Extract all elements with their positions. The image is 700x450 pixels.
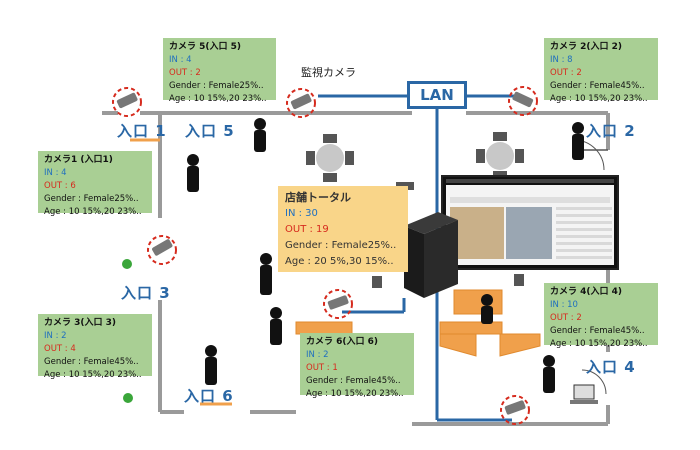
- camera-in-count: IN : 2: [44, 331, 67, 341]
- lan-box: LAN: [407, 81, 467, 109]
- camera-in-count: IN : 2: [306, 350, 329, 360]
- camera-age: Age : 10 15%,20 23%..: [306, 389, 404, 399]
- camera-gender: Gender : Female45%..: [44, 357, 139, 367]
- camera-card-4: カメラ 4(入口 4) IN : 10 OUT : 2 Gender : Fem…: [544, 283, 658, 349]
- camera-out-count: OUT : 2: [169, 68, 201, 78]
- camera-gender: Gender : Female25%..: [169, 81, 264, 91]
- camera-out-count: OUT : 2: [550, 68, 582, 78]
- store-total-card: 店舗トータル IN : 30 OUT : 19 Gender : Female2…: [278, 186, 408, 272]
- camera-gender: Gender : Female45%..: [306, 376, 401, 386]
- camera-card-3: カメラ 3(入口 3) IN : 2 OUT : 4 Gender : Fema…: [38, 314, 152, 380]
- camera-out-count: OUT : 2: [550, 313, 582, 323]
- camera-in-count: IN : 10: [550, 300, 578, 310]
- camera-title: カメラ1 (入口1): [44, 155, 113, 165]
- camera-age: Age : 10 15%,20 23%..: [44, 207, 142, 217]
- camera-icon: [112, 87, 142, 117]
- camera-icon: [508, 86, 538, 116]
- camera-age: Age : 10 15%,20 23%..: [550, 94, 648, 104]
- person-figure: [270, 307, 282, 345]
- camera-out-count: OUT : 6: [44, 181, 76, 191]
- camera-gender: Gender : Female25%..: [44, 194, 139, 204]
- sensors: [122, 259, 133, 403]
- total-title: 店舗トータル: [285, 191, 351, 204]
- server-icon: [404, 212, 458, 298]
- camera-out-count: OUT : 1: [306, 363, 338, 373]
- monitor-video-pane: [450, 207, 504, 259]
- camera-title: カメラ 4(入口 4): [550, 287, 623, 297]
- person-figure: [187, 154, 199, 192]
- camera-title: カメラ 3(入口 3): [44, 318, 117, 328]
- monitor-titlebar: [446, 179, 614, 183]
- person-figure: [205, 345, 217, 385]
- camera-title: カメラ 2(入口 2): [550, 42, 623, 52]
- person-figure: [572, 122, 584, 160]
- surveillance-camera-caption: 監視カメラ: [301, 66, 356, 79]
- camera-gender: Gender : Female45%..: [550, 81, 645, 91]
- monitor-data-list: [556, 207, 612, 259]
- camera-in-count: IN : 4: [169, 55, 192, 65]
- entrance-1-label: 入口 1: [117, 122, 167, 140]
- camera-card-1: カメラ1 (入口1) IN : 4 OUT : 6 Gender : Femal…: [38, 151, 152, 217]
- camera-card-2: カメラ 2(入口 2) IN : 8 OUT : 2 Gender : Fema…: [544, 38, 658, 104]
- total-out-count: OUT : 19: [285, 224, 329, 235]
- camera-card-5: カメラ 5(入口 5) IN : 4 OUT : 2 Gender : Fema…: [163, 38, 276, 104]
- monitor-video-pane: [506, 207, 552, 259]
- entrance-5-label: 入口 5: [185, 122, 235, 140]
- total-gender: Gender : Female25%..: [285, 240, 397, 251]
- computer-icon: [570, 384, 598, 404]
- person-figure: [543, 355, 555, 393]
- monitor-display: [446, 185, 614, 265]
- camera-icon: [323, 289, 353, 319]
- person-figure: [254, 118, 266, 152]
- camera-in-count: IN : 8: [550, 55, 573, 65]
- camera-out-count: OUT : 4: [44, 344, 76, 354]
- entrance-6-label: 入口 6: [184, 387, 234, 405]
- monitor-screen: [441, 175, 619, 270]
- camera-icon: [147, 235, 177, 265]
- camera-icon: [286, 88, 316, 118]
- person-figure: [260, 253, 272, 295]
- camera-age: Age : 10 15%,20 23%..: [44, 370, 142, 380]
- camera-gender: Gender : Female45%..: [550, 326, 645, 336]
- monitor-toolbar: [450, 197, 610, 203]
- person-figure: [481, 294, 493, 324]
- entrance-4-label: 入口 4: [586, 358, 636, 376]
- camera-age: Age : 10 15%,20 23%..: [169, 94, 267, 104]
- camera-icon: [500, 395, 530, 425]
- total-age: Age : 20 5%,30 15%..: [285, 256, 394, 267]
- camera-card-6: カメラ 6(入口 6) IN : 2 OUT : 1 Gender : Fema…: [300, 333, 414, 399]
- entrance-3-label: 入口 3: [121, 284, 171, 302]
- camera-title: カメラ 5(入口 5): [169, 42, 242, 52]
- cameras: [112, 86, 538, 425]
- camera-age: Age : 10 15%,20 23%..: [550, 339, 648, 349]
- people: [187, 118, 584, 393]
- entrance-2-label: 入口 2: [586, 122, 636, 140]
- total-in-count: IN : 30: [285, 208, 318, 219]
- camera-title: カメラ 6(入口 6): [306, 337, 379, 347]
- camera-in-count: IN : 4: [44, 168, 67, 178]
